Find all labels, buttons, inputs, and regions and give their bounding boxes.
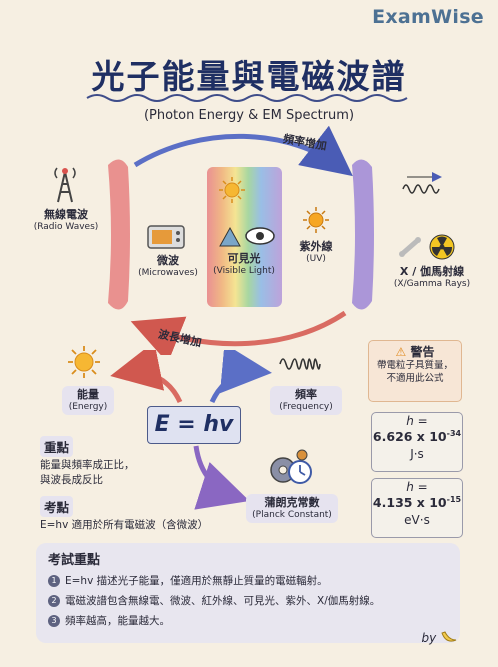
warning-line-1: 帶電粒子具質量，	[376, 360, 453, 372]
frequency-label: 頻率(Frequency)	[270, 386, 342, 415]
planck-constant-evs-box: h = 4.135 x 10-15 eV·s	[371, 478, 463, 538]
sun-icon-visible	[219, 177, 245, 203]
key-point-title: 重點	[40, 436, 74, 457]
page-subtitle: (Photon Energy & EM Spectrum)	[143, 108, 355, 123]
exam-summary-title: 考試重點	[48, 553, 101, 568]
microwave-oven-icon	[147, 225, 185, 249]
xray-gamma-label: X / 伽馬射線(X/Gamma Rays)	[393, 265, 471, 289]
wavy-underline	[86, 94, 408, 102]
exam-point-title: 考點	[40, 496, 74, 517]
spectrum-diagram	[108, 125, 442, 355]
microwaves-label: 微波(Microwaves)	[138, 254, 198, 278]
energy-sun-icon	[68, 346, 100, 378]
uv-band	[352, 159, 374, 310]
warning-line-2: 不適用此公式	[386, 373, 444, 384]
warning-box: ⚠ 警告 帶電粒子具質量， 不適用此公式	[368, 340, 462, 402]
relation-arrows	[110, 350, 272, 510]
radiation-icon	[399, 234, 455, 260]
brand-logo: ExamWise	[372, 6, 484, 28]
uv-label: 紫外線(UV)	[299, 240, 333, 264]
radio-waves-label: 無線電波(Radio Waves)	[33, 208, 99, 232]
radio-band	[108, 159, 130, 310]
radio-tower-icon	[54, 167, 76, 203]
warning-title: ⚠ 警告	[395, 345, 435, 359]
signature: by	[421, 629, 458, 645]
warning-triangle-icon: ⚠	[395, 345, 407, 359]
page-title: 光子能量與電磁波譜	[91, 57, 407, 96]
planck-constant-label: 蒲朗克常數(Planck Constant)	[246, 494, 338, 523]
banana-icon	[441, 631, 457, 642]
sun-icon	[303, 207, 329, 233]
gear-clock-icon	[270, 449, 312, 484]
energy-label: 能量(Energy)	[62, 386, 114, 415]
exam-point-text: E=hv 適用於所有電磁波（含微波）	[40, 519, 209, 531]
frequency-wave-icon	[279, 358, 321, 370]
wavelength-increase-arrow	[130, 310, 347, 355]
key-point-text: 能量與頻率成正比， 與波長成反比	[40, 459, 135, 487]
frequency-increase-arrow	[133, 125, 353, 177]
visible-band	[207, 167, 282, 307]
equation-box: E = hv	[147, 406, 241, 444]
planck-constant-js-box: h = 6.626 x 10-34 J·s	[371, 412, 463, 472]
visible-light-label: 可見光(Visible Light)	[213, 252, 275, 276]
eye-prism-icon	[219, 226, 275, 247]
short-wave-icon	[402, 184, 440, 194]
